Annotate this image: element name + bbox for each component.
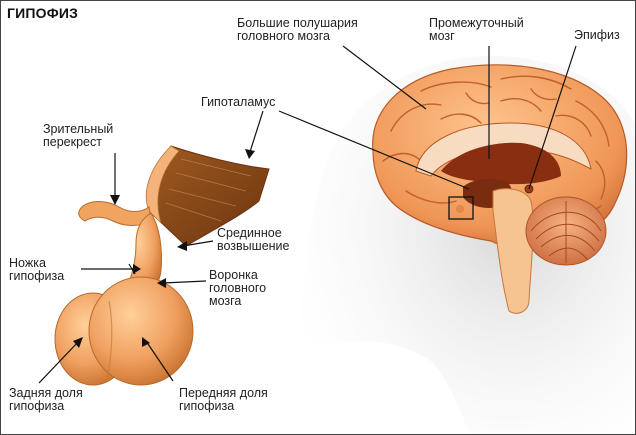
cerebellum <box>526 197 606 265</box>
label-hemispheres: Большие полушария головного мозга <box>237 17 358 43</box>
label-anterior-lobe: Передняя доля гипофиза <box>179 387 268 413</box>
label-hypothalamus: Гипоталамус <box>201 96 275 109</box>
optic-chiasm-shape <box>79 202 151 226</box>
anterior-lobe <box>89 277 193 385</box>
diagram-title: ГИПОФИЗ <box>7 5 78 21</box>
label-pituitary-stalk: Ножка гипофиза <box>9 257 64 283</box>
label-funnel: Воронка головного мозга <box>209 269 266 308</box>
label-optic-chiasm: Зрительный перекрест <box>43 123 113 149</box>
label-median-eminence: Срединное возвышение <box>217 227 290 253</box>
label-diencephalon: Промежуточный мозг <box>429 17 524 43</box>
label-posterior-lobe: Задняя доля гипофиза <box>9 387 83 413</box>
label-epiphysis: Эпифиз <box>574 29 620 42</box>
